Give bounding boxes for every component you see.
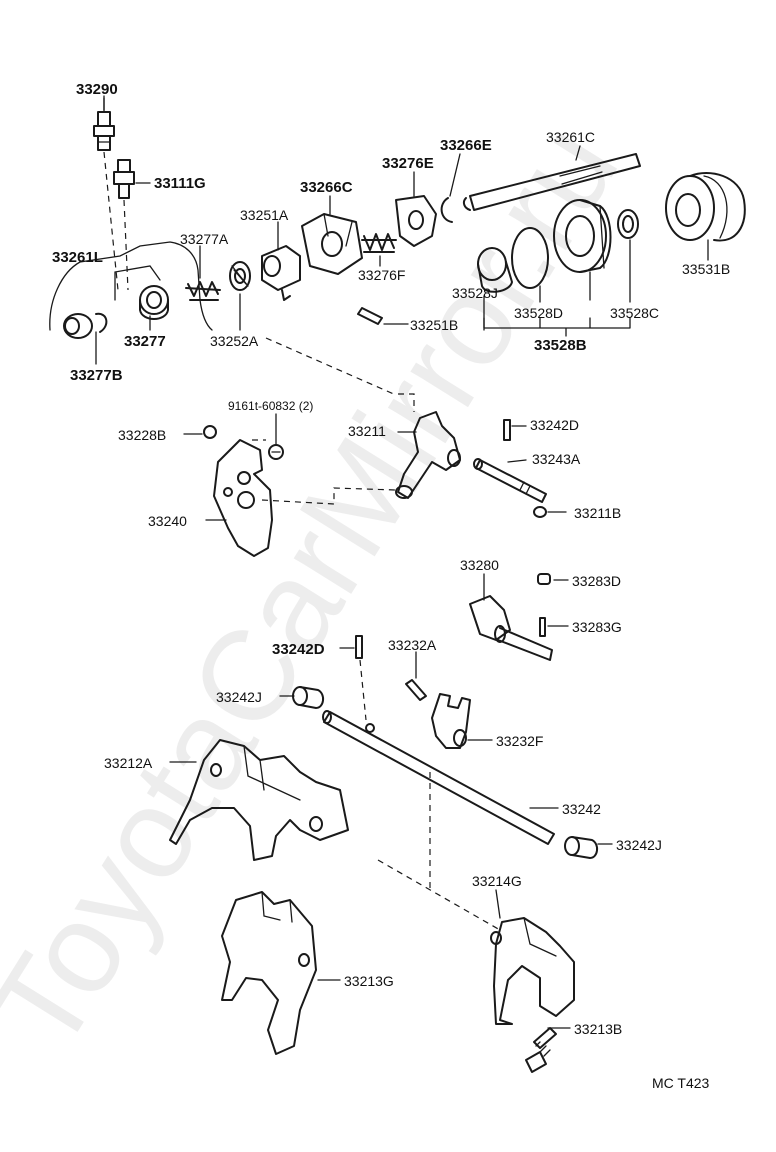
dashed-fork-link [377,859,501,931]
label-33232A: 33232A [388,637,437,653]
label-33266E: 33266E [440,137,492,154]
part-33283D-screw[interactable] [537,573,551,585]
part-33251A-bearing[interactable] [261,245,301,301]
part-33261C-shaft[interactable] [462,153,641,211]
dashed-33252A-to-33211 [265,337,397,396]
part-33214G-fork[interactable] [490,917,575,1025]
label-33111G: 33111G [154,175,206,192]
label-33211: 33211 [348,423,386,439]
label-33528B: 33528B [534,337,587,354]
part-33228B-cap[interactable] [203,425,217,439]
part-33251B-pin[interactable] [357,307,383,325]
label-33213G: 33213G [344,973,394,989]
label-33211B: 33211B [574,505,621,521]
part-33528B-seat[interactable] [553,199,612,273]
label-33261L: 33261L [52,249,103,266]
label-33232F: 33232F [496,733,543,749]
label-33283D: 33283D [572,573,621,589]
label-33213B: 33213B [574,1021,622,1037]
label-33528D: 33528D [514,305,563,321]
label-33266C: 33266C [300,179,353,196]
dashed-pin-to-rod [359,659,367,721]
label-33290: 33290 [76,81,118,98]
part-33276E-detent[interactable] [395,195,437,247]
part-33277B-bushing[interactable] [63,312,108,339]
label-33277B: 33277B [70,367,123,384]
part-33528J-bushing[interactable] [477,247,513,293]
part-33252A-bearing[interactable] [229,261,251,291]
part-33213B-bolt[interactable] [525,1027,557,1073]
part-33211-shift-head[interactable] [395,393,461,499]
part-33528C-ring[interactable] [617,209,639,239]
label-33276E: 33276E [382,155,434,172]
part-33111G-switch[interactable] [113,159,135,199]
label-33261C: 33261C [546,129,595,145]
part-33280-shift-head[interactable] [469,595,553,661]
part-33242-shift-rod[interactable] [322,710,555,845]
label-33242J-left: 33242J [216,689,262,705]
label-33283G: 33283G [572,619,622,635]
part-33266E-snap-ring[interactable] [440,197,453,223]
part-33531B-boot[interactable] [665,172,746,242]
label-33252A: 33252A [210,333,259,349]
label-33277: 33277 [124,333,166,350]
part-33242D-pin-upper[interactable] [503,419,511,441]
dashed-switch-line-2 [123,199,129,291]
label-33280: 33280 [460,557,499,573]
part-33277A-spring[interactable] [185,281,221,301]
part-33211B-pin[interactable] [533,506,547,518]
label-33528J: 33528J [452,285,498,301]
leader-33214G [495,889,501,919]
part-33213G-fork[interactable] [221,891,317,1055]
part-33266C-cam[interactable] [301,213,363,275]
part-33242D-pin-lower[interactable] [355,635,363,659]
drawing-code: MC T423 [652,1075,710,1091]
part-33261L-housing[interactable] [49,241,213,331]
label-33277A: 33277A [180,231,229,247]
leader-33266E [449,153,461,197]
label-33528C: 33528C [610,305,659,321]
label-33251B: 33251B [410,317,458,333]
part-33283G-pin[interactable] [539,617,546,637]
label-33531B: 33531B [682,261,730,277]
label-33228B: 33228B [118,427,166,443]
label-33242D-lower: 33242D [272,641,325,658]
label-33242D-upper: 33242D [530,417,579,433]
label-33251A: 33251A [240,207,289,223]
part-33277-bushing[interactable] [139,285,169,320]
leader-33243A [507,459,527,463]
part-33212A-fork[interactable] [169,739,349,861]
label-33242: 33242 [562,801,601,817]
label-33212A: 33212A [104,755,153,771]
part-33276F-spring[interactable] [361,233,397,253]
label-33240: 33240 [148,513,187,529]
part-33232A-pin[interactable] [405,679,427,701]
part-33232F-fork-head[interactable] [431,693,471,749]
part-9161t-bolt[interactable] [268,413,284,460]
part-33528D-o-ring[interactable] [511,227,549,289]
part-33240-lever[interactable] [213,439,273,557]
part-33243A-shaft[interactable] [473,458,547,503]
label-33276F: 33276F [358,267,405,283]
label-33242J-right: 33242J [616,837,662,853]
leader-33261C [575,145,581,161]
part-33242J-bushing-right[interactable] [564,836,598,859]
label-33214G: 33214G [472,873,522,889]
label-9161t-60832: 9161t-60832 (2) [228,399,313,413]
bracket-33528B [483,317,631,337]
label-33243A: 33243A [532,451,581,467]
dashed-33240-to-33211 [261,487,397,505]
dashed-switch-line-1 [103,151,119,291]
